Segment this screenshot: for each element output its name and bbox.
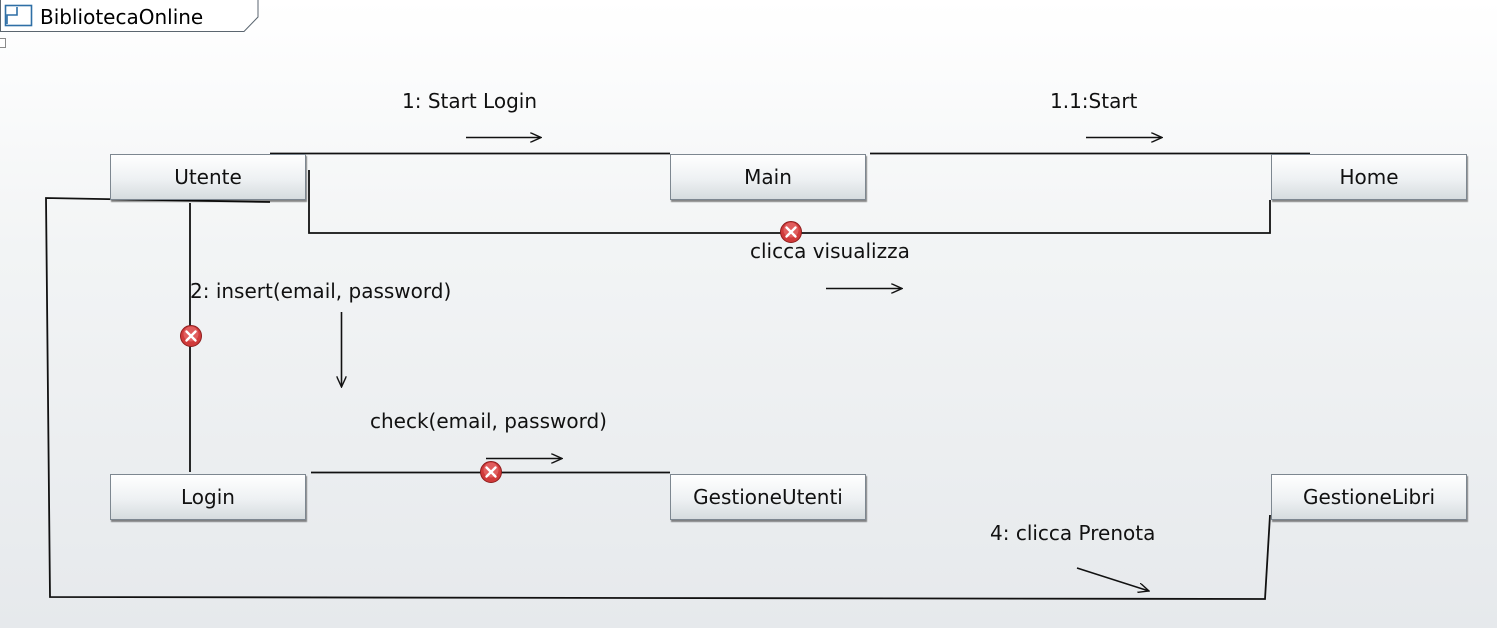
arrow-clicca-prenota	[1076, 567, 1149, 591]
diagram-frame-tab[interactable]: BibliotecaOnline	[0, 0, 262, 33]
object-main[interactable]: Main	[670, 154, 866, 200]
object-gestionelibri[interactable]: GestioneLibri	[1271, 474, 1467, 520]
object-gestioneutenti[interactable]: GestioneUtenti	[670, 474, 866, 520]
object-home[interactable]: Home	[1271, 154, 1467, 200]
message-check[interactable]: check(email, password)	[370, 409, 607, 433]
message-insert[interactable]: 2: insert(email, password)	[190, 279, 452, 303]
message-start[interactable]: 1.1:Start	[1050, 89, 1138, 113]
message-clicca-visualizza[interactable]: clicca visualizza	[750, 239, 910, 263]
communication-diagram-icon	[4, 4, 34, 28]
diagram-title: BibliotecaOnline	[40, 5, 204, 29]
object-login[interactable]: Login	[110, 474, 306, 520]
error-marker-icon[interactable]	[180, 325, 202, 347]
message-clicca-prenota[interactable]: 4: clicca Prenota	[990, 521, 1156, 545]
frame-tab-outline	[0, 0, 259, 32]
collapse-handle[interactable]	[0, 38, 6, 48]
object-utente[interactable]: Utente	[110, 154, 306, 200]
error-marker-icon[interactable]	[780, 221, 802, 243]
message-start-login[interactable]: 1: Start Login	[402, 89, 537, 113]
error-marker-icon[interactable]	[480, 461, 502, 483]
